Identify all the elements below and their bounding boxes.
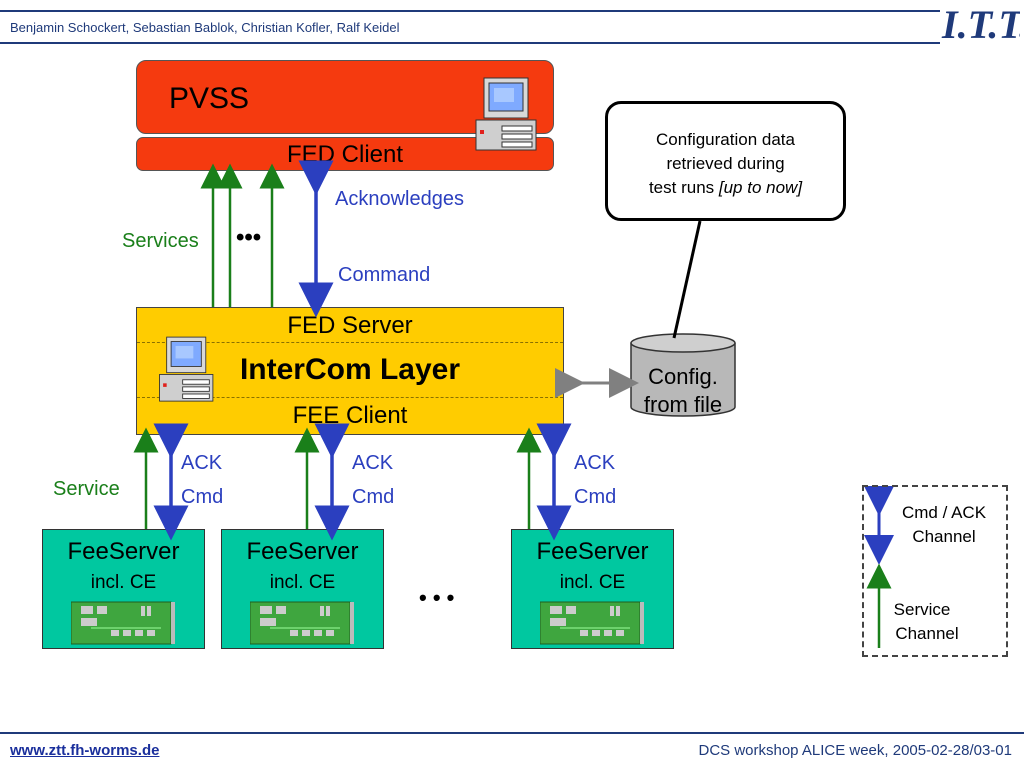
service-label: Service <box>53 478 120 500</box>
feeserver-subtitle: incl. CE <box>559 572 626 593</box>
feeserver-box-2: FeeServer incl. CE <box>221 529 384 649</box>
callout-line-1: Configuration data <box>656 130 795 149</box>
database-cylinder-icon <box>630 333 736 417</box>
feeserver-title: FeeServer <box>536 538 649 565</box>
footer-url-link[interactable]: www.ztt.fh-worms.de <box>10 742 160 759</box>
command-label: Command <box>338 264 431 286</box>
legend-cmd-line-2: Channel <box>912 527 976 546</box>
header-rule-top <box>0 10 940 12</box>
feeserver-subtitle: incl. CE <box>269 572 336 593</box>
config-label-line-1: Config. <box>648 364 718 389</box>
intercom-divider-top <box>137 342 563 343</box>
cmd-label: Cmd <box>352 486 395 508</box>
ack-label: ACK <box>181 452 223 474</box>
feeserver-title: FeeServer <box>67 538 180 565</box>
computer-icon <box>159 336 214 402</box>
callout-pointer <box>672 220 702 339</box>
legend-box <box>862 485 1008 657</box>
circuit-board-icon <box>250 601 354 645</box>
feeserver-box-3: FeeServer incl. CE <box>511 529 674 649</box>
svg-text:I.T.T.: I.T.T. <box>941 2 1020 44</box>
footer-rule <box>0 732 1024 734</box>
ack-label: ACK <box>574 452 616 474</box>
feeserver-subtitle: incl. CE <box>90 572 157 593</box>
pvss-title: PVSS <box>168 82 250 115</box>
feeserver-title: FeeServer <box>246 538 359 565</box>
callout-line-3: test runs [up to now] <box>608 178 843 198</box>
ack-label: ACK <box>352 452 394 474</box>
config-callout: Configuration data retrieved during test… <box>605 101 846 221</box>
callout-line-3-italic: [up to now] <box>718 178 803 197</box>
cmd-label: Cmd <box>181 486 224 508</box>
authors-text: Benjamin Schockert, Sebastian Bablok, Ch… <box>10 20 400 35</box>
itt-logo: I.T.T. <box>941 2 1020 44</box>
callout-line-3-prefix: test runs <box>648 178 719 197</box>
callout-line-2: retrieved during <box>666 154 785 173</box>
legend-service-line-1: Service <box>893 600 951 619</box>
intercom-box: FED Server InterCom Layer FEE Client <box>136 307 564 435</box>
feeserver-dots: • • • <box>419 585 455 610</box>
circuit-board-icon <box>71 601 175 645</box>
intercom-layer-label: InterCom Layer <box>239 353 461 386</box>
config-label-line-2: from file <box>643 392 723 417</box>
footer-event-text: DCS workshop ALICE week, 2005-02-28/03-0… <box>698 742 1012 759</box>
legend-cmd-line-1: Cmd / ACK <box>901 503 987 522</box>
services-label: Services <box>122 230 199 252</box>
fee-client-label: FEE Client <box>292 402 408 429</box>
legend-service-line-2: Channel <box>895 624 959 643</box>
cmd-label: Cmd <box>574 486 617 508</box>
computer-icon <box>475 77 537 151</box>
circuit-board-icon <box>540 601 644 645</box>
feeserver-box-1: FeeServer incl. CE <box>42 529 205 649</box>
acknowledges-label: Acknowledges <box>335 188 464 210</box>
header-rule-bottom <box>0 42 940 44</box>
intercom-divider-bottom <box>137 397 563 398</box>
services-dots: ••• <box>236 224 262 251</box>
